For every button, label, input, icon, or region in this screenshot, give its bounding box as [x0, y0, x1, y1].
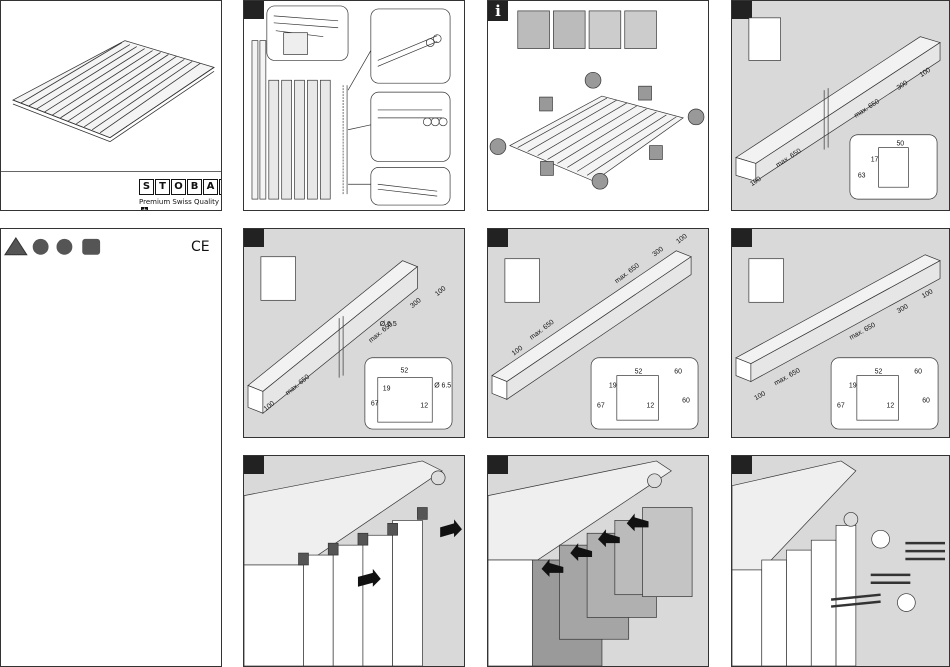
- section-height: 67: [371, 400, 379, 407]
- safety-panel: CE: [0, 228, 222, 667]
- section-width: 52: [401, 368, 409, 375]
- ce-mark: CE: [191, 239, 210, 255]
- info-panel: i: [487, 0, 709, 211]
- logo-letter: B: [187, 179, 202, 195]
- section-upper: 19: [383, 385, 391, 392]
- section-upper: 19: [849, 382, 857, 389]
- section-inner: 12: [647, 402, 655, 409]
- cover-panel: S T O B A G Premium Swiss Quality +: [0, 0, 222, 211]
- step-panel-louvre-insert: [487, 455, 709, 667]
- arrow-icon: [440, 519, 462, 537]
- dim-edge: 100: [675, 233, 689, 246]
- step-panel-screws: [731, 455, 950, 667]
- section-inner: 12: [887, 402, 895, 409]
- goggles-icon: [33, 239, 49, 255]
- logo-letter: A: [203, 179, 218, 195]
- dim-max-span: max. 650: [773, 367, 801, 387]
- safety-icons: [1, 229, 221, 666]
- logo-letter: S: [139, 179, 154, 195]
- profile-d-drawing: 100 max. 650 max. 650 300 100 52 60 67 1…: [732, 229, 949, 437]
- gloves-icon: [82, 239, 100, 255]
- section-inner: 17: [871, 156, 879, 163]
- step-panel-profile-b: 100 max. 650 max. 650 300 100 Ø 6.5 52 6…: [243, 228, 465, 438]
- info-illustration: [488, 1, 708, 210]
- logo-letter: G: [219, 179, 222, 195]
- step-panel-profile-d: 100 max. 650 max. 650 300 100 52 60 67 1…: [731, 228, 950, 438]
- parts-illustration: [244, 1, 464, 210]
- dim-edge: 100: [434, 285, 447, 298]
- profile-b-drawing: 100 max. 650 max. 650 300 100 Ø 6.5 52 6…: [244, 229, 464, 437]
- section-width: 52: [635, 369, 643, 376]
- dim-edge: 100: [921, 288, 935, 300]
- profile-c-drawing: 100 max. 650 max. 650 300 100 52 60 67 1…: [488, 229, 708, 437]
- section-drop: 60: [682, 397, 690, 404]
- brand-slogan: Premium Swiss Quality +: [139, 198, 221, 211]
- section-height: 67: [597, 402, 605, 409]
- screws-drawing: [732, 456, 949, 666]
- step-panel-louvre-clips: [243, 455, 465, 667]
- dim-offset: 300: [409, 297, 422, 310]
- dim-offset: 300: [896, 303, 910, 315]
- section-ext: 60: [914, 369, 922, 376]
- section-height: 67: [837, 402, 845, 409]
- section-height: 63: [858, 172, 866, 179]
- dim-edge: 100: [753, 390, 767, 402]
- section-upper: 19: [609, 382, 617, 389]
- dim-offset: 300: [651, 246, 665, 259]
- section-hole: Ø 6.5: [434, 382, 451, 389]
- hole-diameter: Ø 6.5: [380, 321, 397, 328]
- section-inner: 12: [420, 402, 428, 409]
- section-width: 50: [896, 141, 904, 148]
- louvre-insert-drawing: [488, 456, 708, 666]
- logo-letter: O: [171, 179, 186, 195]
- section-width: 52: [875, 369, 883, 376]
- parts-panel: [243, 0, 465, 211]
- profile-a-drawing: 100 max. 650 max. 650 300 100 50 63 17: [732, 1, 949, 210]
- section-drop: 60: [922, 397, 930, 404]
- louvre-clips-drawing: [244, 456, 464, 666]
- step-panel-profile-a: 100 max. 650 max. 650 300 100 50 63 17: [731, 0, 950, 211]
- logo-letter: T: [155, 179, 170, 195]
- ear-protection-icon: [56, 239, 72, 255]
- section-ext: 60: [674, 369, 682, 376]
- warning-icon: [5, 238, 27, 255]
- stobag-logo: S T O B A G: [139, 179, 222, 195]
- swiss-cross-icon: +: [141, 207, 148, 211]
- step-panel-profile-c: 100 max. 650 max. 650 300 100 52 60 67 1…: [487, 228, 709, 438]
- slogan-text: Premium Swiss Quality: [139, 198, 219, 206]
